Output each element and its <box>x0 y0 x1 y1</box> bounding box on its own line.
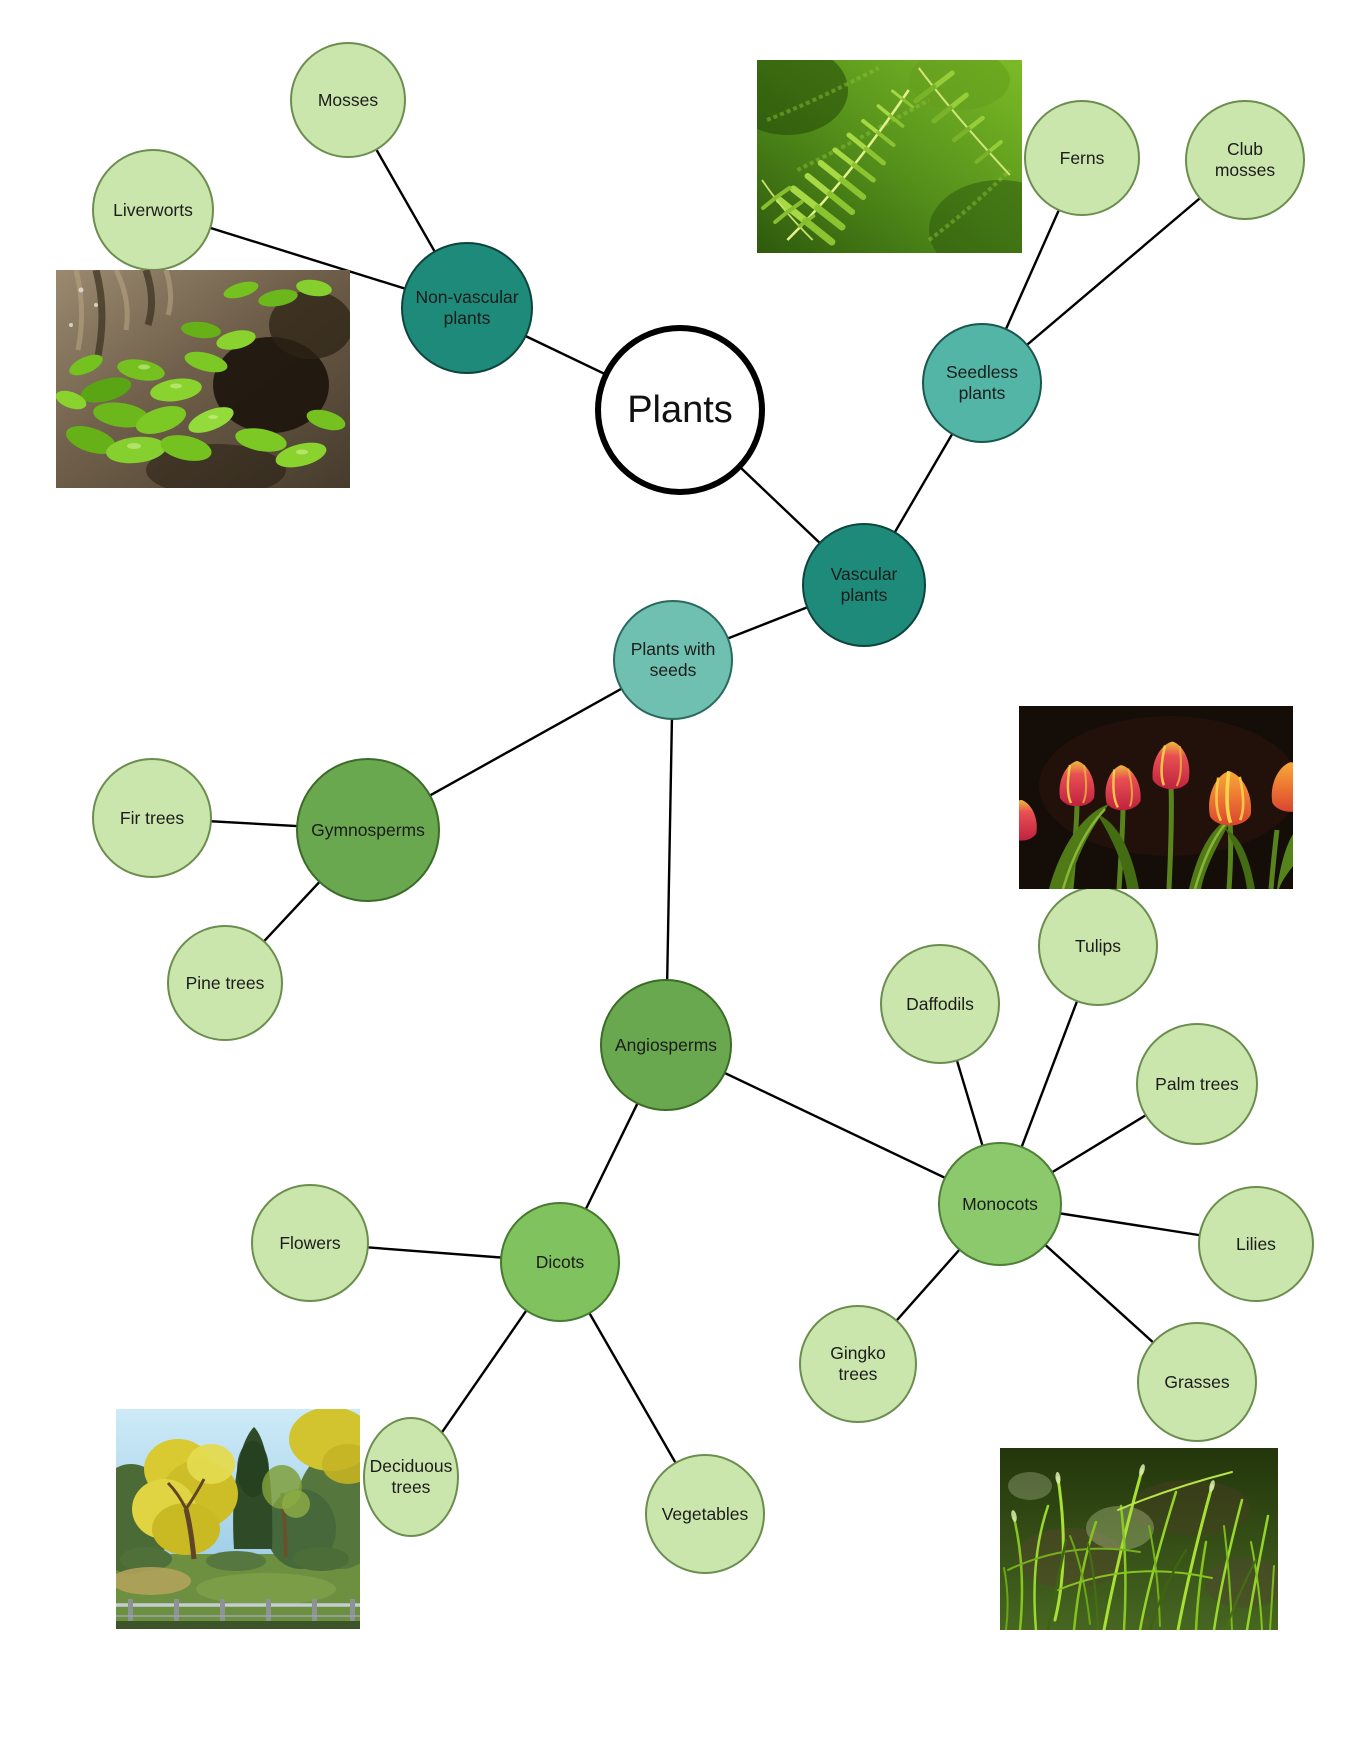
node-pinetrees[interactable]: Pine trees <box>167 925 283 1041</box>
node-ferns[interactable]: Ferns <box>1024 100 1140 216</box>
node-liverworts[interactable]: Liverworts <box>92 149 214 271</box>
node-gymnosperms[interactable]: Gymnosperms <box>296 758 440 902</box>
node-grasses[interactable]: Grasses <box>1137 1322 1257 1442</box>
node-label: Vegetables <box>661 1503 749 1524</box>
node-nonvascular[interactable]: Non-vascular plants <box>401 242 533 374</box>
node-label: Liverworts <box>113 199 193 220</box>
node-plantswithseeds[interactable]: Plants with seeds <box>613 600 733 720</box>
node-label: Vascular plants <box>830 564 898 605</box>
grass-photo-art <box>1000 1448 1278 1630</box>
node-clubmosses[interactable]: Club mosses <box>1185 100 1305 220</box>
node-dicots[interactable]: Dicots <box>500 1202 620 1322</box>
node-label: Flowers <box>279 1232 341 1253</box>
node-label: Fir trees <box>119 807 185 828</box>
node-flowers[interactable]: Flowers <box>251 1184 369 1302</box>
fern-photo[interactable] <box>757 60 1022 253</box>
node-label: Non-vascular plants <box>415 287 519 328</box>
node-lilies[interactable]: Lilies <box>1198 1186 1314 1302</box>
node-label: Pine trees <box>185 972 265 993</box>
liverwort-photo[interactable] <box>56 270 350 488</box>
node-palmtrees[interactable]: Palm trees <box>1136 1023 1258 1145</box>
node-label: Monocots <box>962 1193 1038 1214</box>
node-vegetables[interactable]: Vegetables <box>645 1454 765 1574</box>
node-daffodils[interactable]: Daffodils <box>880 944 1000 1064</box>
node-label: Mosses <box>317 89 379 110</box>
node-label: Grasses <box>1164 1371 1230 1392</box>
node-gingko[interactable]: Gingko trees <box>799 1305 917 1423</box>
node-label: Seedless plants <box>946 362 1018 403</box>
node-label: Dicots <box>535 1251 585 1272</box>
node-angiosperms[interactable]: Angiosperms <box>600 979 732 1111</box>
tulip-photo[interactable] <box>1019 706 1293 889</box>
node-label: Gingko trees <box>830 1343 886 1384</box>
node-label: Angiosperms <box>614 1034 718 1055</box>
node-label: Palm trees <box>1155 1073 1239 1094</box>
node-label: Daffodils <box>906 993 974 1014</box>
tulip-photo-art <box>1019 706 1293 889</box>
node-label: Ferns <box>1059 147 1105 168</box>
node-label: Plants <box>627 388 733 431</box>
node-deciduous[interactable]: Deciduous trees <box>363 1417 459 1537</box>
grass-photo[interactable] <box>1000 1448 1278 1630</box>
trees-photo[interactable] <box>116 1409 360 1629</box>
node-label: Club mosses <box>1214 139 1276 180</box>
node-label: Gymnosperms <box>311 819 425 840</box>
node-mosses[interactable]: Mosses <box>290 42 406 158</box>
node-label: Deciduous trees <box>369 1456 453 1497</box>
node-vascular[interactable]: Vascular plants <box>802 523 926 647</box>
fern-photo-art <box>757 60 1022 253</box>
liverwort-photo-art <box>56 270 350 488</box>
trees-photo-art <box>116 1409 360 1629</box>
node-tulips[interactable]: Tulips <box>1038 886 1158 1006</box>
node-label: Lilies <box>1236 1233 1276 1254</box>
node-firtrees[interactable]: Fir trees <box>92 758 212 878</box>
node-seedless[interactable]: Seedless plants <box>922 323 1042 443</box>
node-monocots[interactable]: Monocots <box>938 1142 1062 1266</box>
node-label: Plants with seeds <box>630 639 716 680</box>
node-plants[interactable]: Plants <box>595 325 765 495</box>
node-label: Tulips <box>1074 935 1122 956</box>
